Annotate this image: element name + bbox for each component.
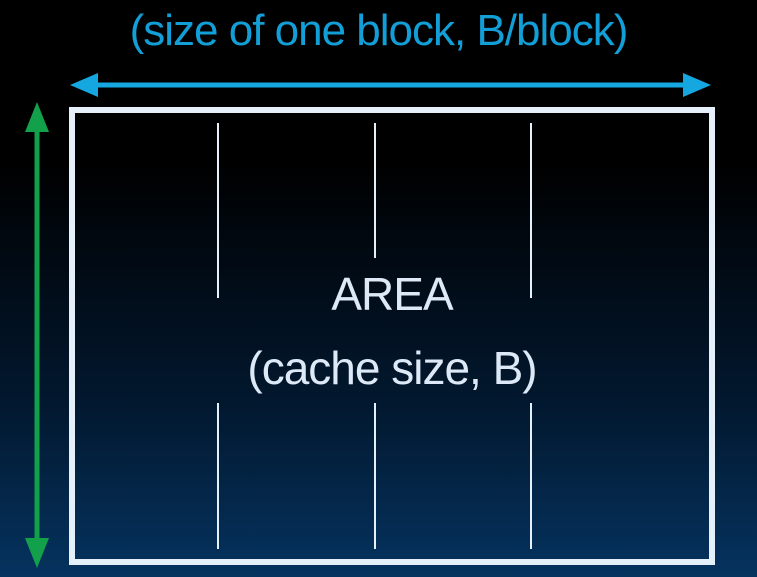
width-arrow-right-head	[683, 73, 711, 97]
cache-area-box	[69, 107, 715, 565]
height-arrow-bottom-head	[25, 538, 49, 568]
height-arrow	[25, 102, 49, 568]
area-title: AREA	[331, 268, 453, 320]
width-arrow	[70, 73, 711, 97]
height-arrow-top-head	[25, 102, 49, 132]
block-size-label: (size of one block, B/block)	[129, 6, 629, 55]
area-subtitle: (cache size, B)	[247, 342, 537, 394]
block-dividers	[217, 123, 532, 549]
width-arrow-left-head	[70, 73, 98, 97]
